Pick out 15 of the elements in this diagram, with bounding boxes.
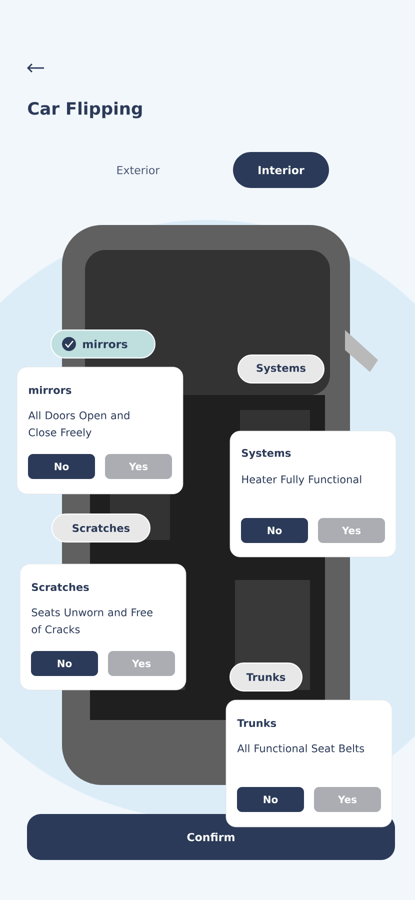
yes-button: Yes bbox=[108, 651, 175, 676]
tag-chip: Scratches bbox=[52, 514, 150, 542]
yes-button: Yes bbox=[105, 454, 172, 479]
no-button: No bbox=[28, 454, 95, 479]
no-button: No bbox=[241, 518, 308, 543]
tag-chip: Systems bbox=[238, 354, 324, 384]
no-button: No bbox=[31, 651, 98, 676]
yes-button: Yes bbox=[318, 518, 385, 543]
tab-button: Interior bbox=[233, 152, 329, 188]
page-title: Car Flipping bbox=[28, 102, 142, 118]
tag-chip: Trunks bbox=[230, 662, 302, 692]
yes-button: Yes bbox=[314, 787, 381, 812]
tab-label: Exterior bbox=[117, 166, 160, 174]
no-button: No bbox=[237, 787, 304, 812]
tag-chip: mirrors bbox=[50, 330, 156, 358]
